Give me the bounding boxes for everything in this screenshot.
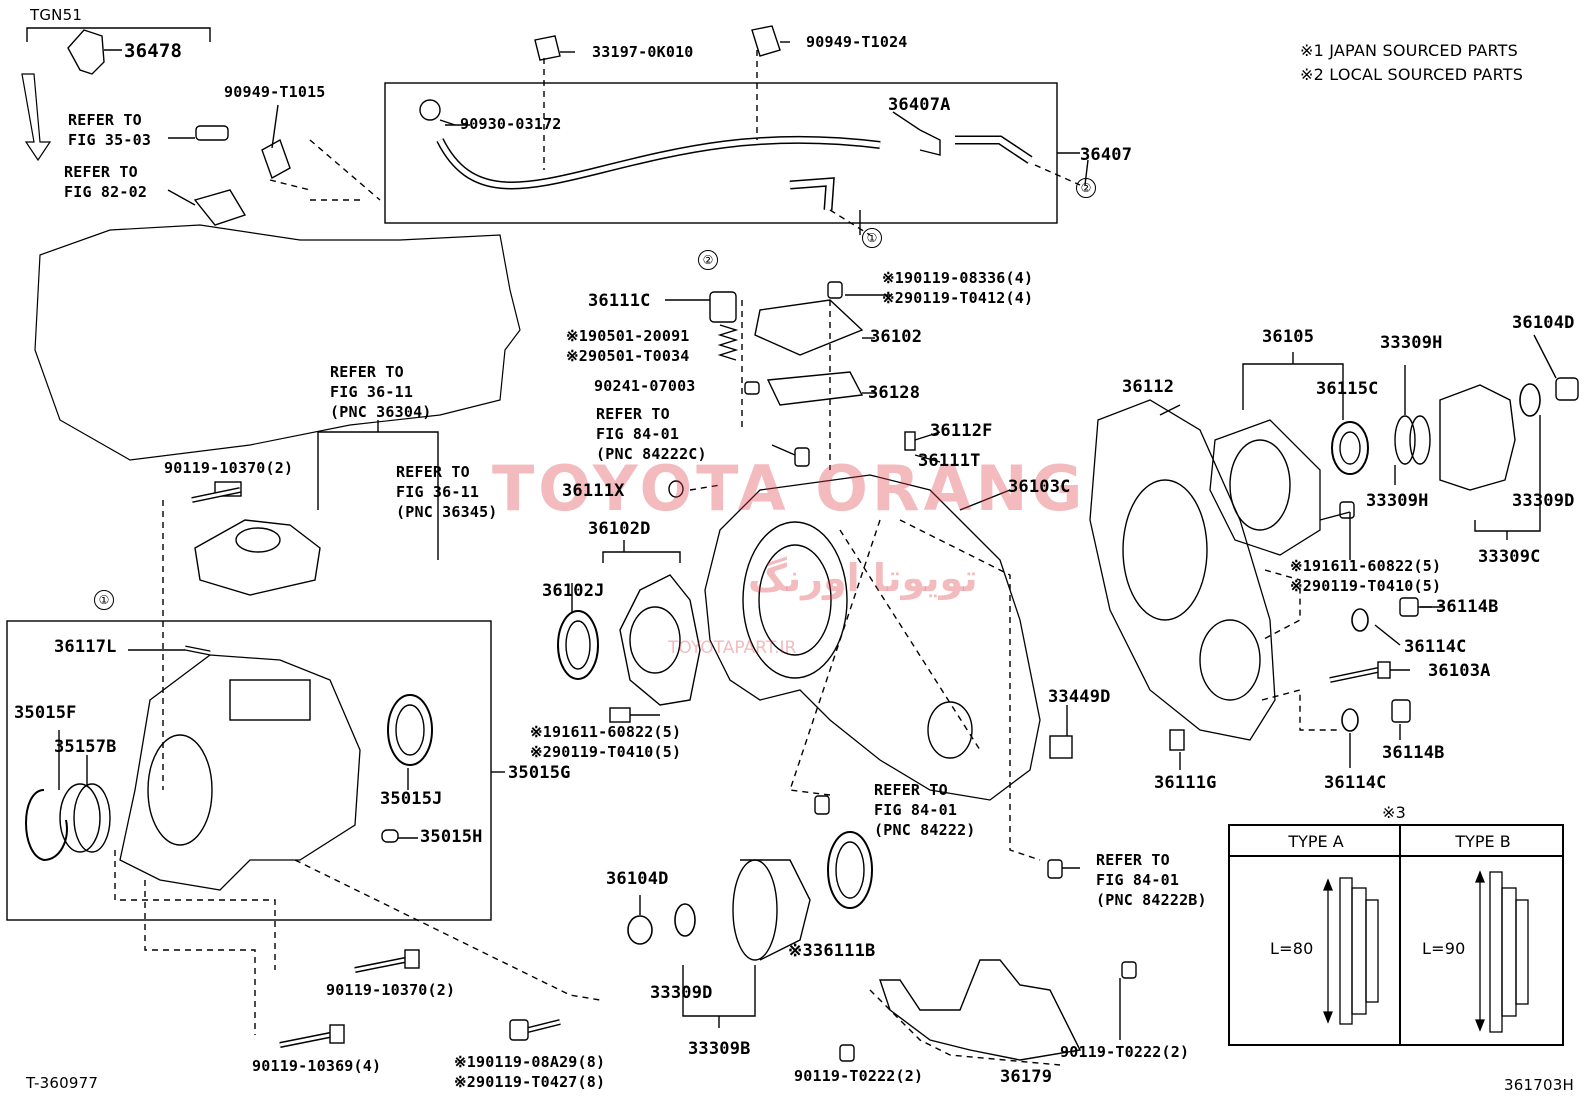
part-label-36117l: 36117L [54, 637, 117, 657]
note-local-sourced: ※2 LOCAL SOURCED PARTS [1300, 65, 1524, 84]
part-label-33449d: 33449D [1048, 687, 1111, 707]
part-label-33309d-bottom: 33309D [650, 983, 713, 1003]
part-label-191611-60822-right: ※191611-60822(5) [1290, 557, 1442, 575]
part-label-90119-10370-top: 90119-10370(2) [164, 459, 294, 477]
part-label-35015j: 35015J [380, 789, 443, 809]
part-label-290501-t0034: ※290501-T0034 [566, 347, 690, 365]
part-label-90949-t1024: 90949-T1024 [806, 33, 908, 51]
part-label-36407a: 36407A [888, 95, 951, 115]
part-label-36104d-bottom: 36104D [606, 869, 669, 889]
part-label-33309c: 33309C [1478, 547, 1541, 567]
type-a-length: L=80 [1270, 939, 1314, 958]
type-b-length: L=90 [1422, 939, 1466, 958]
circle-2-hose: ② [1076, 178, 1096, 198]
part-label-36102: 36102 [870, 327, 923, 347]
part-label-35157b: 35157B [54, 737, 117, 757]
part-label-35015g: 35015G [508, 763, 571, 783]
part-label-36103c: 36103C [1008, 477, 1071, 497]
circle-1-pin: ① [94, 590, 114, 610]
note-japan-sourced: ※1 JAPAN SOURCED PARTS [1300, 41, 1519, 60]
footer-right-code: 361703H [1504, 1076, 1574, 1094]
part-label-90119-t0222-left: 90119-T0222(2) [794, 1067, 924, 1085]
part-label-190119-08a29: ※190119-08A29(8) [454, 1053, 606, 1071]
part-label-33197-0k010: 33197-0K010 [592, 43, 694, 61]
refer-fig-36-11-36304: REFER TO FIG 36-11 (PNC 36304) [330, 363, 432, 421]
part-label-36112: 36112 [1122, 377, 1175, 397]
part-label-36111t: 36111T [918, 451, 981, 471]
part-label-90930-03172: 90930-03172 [460, 115, 562, 133]
watermark-main: TOYOTA ORANG [492, 452, 1087, 525]
part-label-36102j: 36102J [542, 581, 605, 601]
part-label-33309h-top: 33309H [1380, 333, 1443, 353]
refer-fig-84-01-84222c: REFER TO FIG 84-01 (PNC 84222C) [596, 405, 707, 463]
model-code: TGN51 [30, 6, 83, 24]
refer-fig-84-01-84222b: REFER TO FIG 84-01 (PNC 84222B) [1096, 851, 1207, 909]
part-label-36114b-top: 36114B [1436, 597, 1499, 617]
refer-fig-82-02: REFER TO FIG 82-02 [64, 163, 148, 201]
part-label-36114b-bottom: 36114B [1382, 743, 1445, 763]
part-label-90949-t1015: 90949-T1015 [224, 83, 326, 101]
part-label-33309b: 33309B [688, 1039, 751, 1059]
footer-left-code: T-360977 [26, 1074, 99, 1092]
part-label-36111x: 36111X [562, 481, 625, 501]
part-label-35015f: 35015F [14, 703, 77, 723]
part-label-36111b: ※336111B [788, 941, 876, 961]
part-label-33309h-bottom: 33309H [1366, 491, 1429, 511]
part-label-290119-t0410-mid: ※290119-T0410(5) [530, 743, 682, 761]
part-label-90119-10369: 90119-10369(4) [252, 1057, 382, 1075]
part-label-36128: 36128 [868, 383, 921, 403]
part-label-36111g: 36111G [1154, 773, 1217, 793]
watermark-site: TOYOTAPART.IR [668, 638, 797, 658]
part-label-36103a: 36103A [1428, 661, 1491, 681]
refer-fig-84-01-84222: REFER TO FIG 84-01 (PNC 84222) [874, 781, 976, 839]
part-label-190501-20091: ※190501-20091 [566, 327, 690, 345]
part-label-36114c-bottom: 36114C [1324, 773, 1387, 793]
circle-2-cover: ② [698, 250, 718, 270]
part-label-36104d-top: 36104D [1512, 313, 1575, 333]
watermark-persian: تویوتا اورنگ [748, 556, 978, 600]
part-label-190119-08336: ※190119-08336(4) [882, 269, 1034, 287]
part-label-36102d: 36102D [588, 519, 651, 539]
part-label-33309d-right: 33309D [1512, 491, 1575, 511]
part-label-36111c: 36111C [588, 291, 651, 311]
part-label-36115c: 36115C [1316, 379, 1379, 399]
part-label-36179: 36179 [1000, 1067, 1053, 1087]
part-label-290119-t0427: ※290119-T0427(8) [454, 1073, 606, 1091]
type-a-header: TYPE A [1288, 832, 1344, 851]
part-label-36105: 36105 [1262, 327, 1315, 347]
part-label-191611-60822-mid: ※191611-60822(5) [530, 723, 682, 741]
type-table-mark: ※3 [1382, 803, 1406, 822]
type-table: TYPE A TYPE B [1228, 824, 1564, 1046]
part-label-36112f: 36112F [930, 421, 993, 441]
part-label-290119-t0412: ※290119-T0412(4) [882, 289, 1034, 307]
refer-fig-36-11-36345: REFER TO FIG 36-11 (PNC 36345) [396, 463, 498, 521]
circle-1-hose: ① [862, 228, 882, 248]
part-label-35015h: 35015H [420, 827, 483, 847]
part-label-36114c-top: 36114C [1404, 637, 1467, 657]
part-label-90119-10370-bottom: 90119-10370(2) [326, 981, 456, 999]
part-label-36478: 36478 [124, 40, 183, 62]
type-b-header: TYPE B [1455, 832, 1511, 851]
part-label-90119-t0222-right: 90119-T0222(2) [1060, 1043, 1190, 1061]
refer-fig-35-03: REFER TO FIG 35-03 [68, 111, 152, 149]
part-label-36407: 36407 [1080, 145, 1133, 165]
part-label-290119-t0410-right: ※290119-T0410(5) [1290, 577, 1442, 595]
part-label-90241-07003: 90241-07003 [594, 377, 696, 395]
